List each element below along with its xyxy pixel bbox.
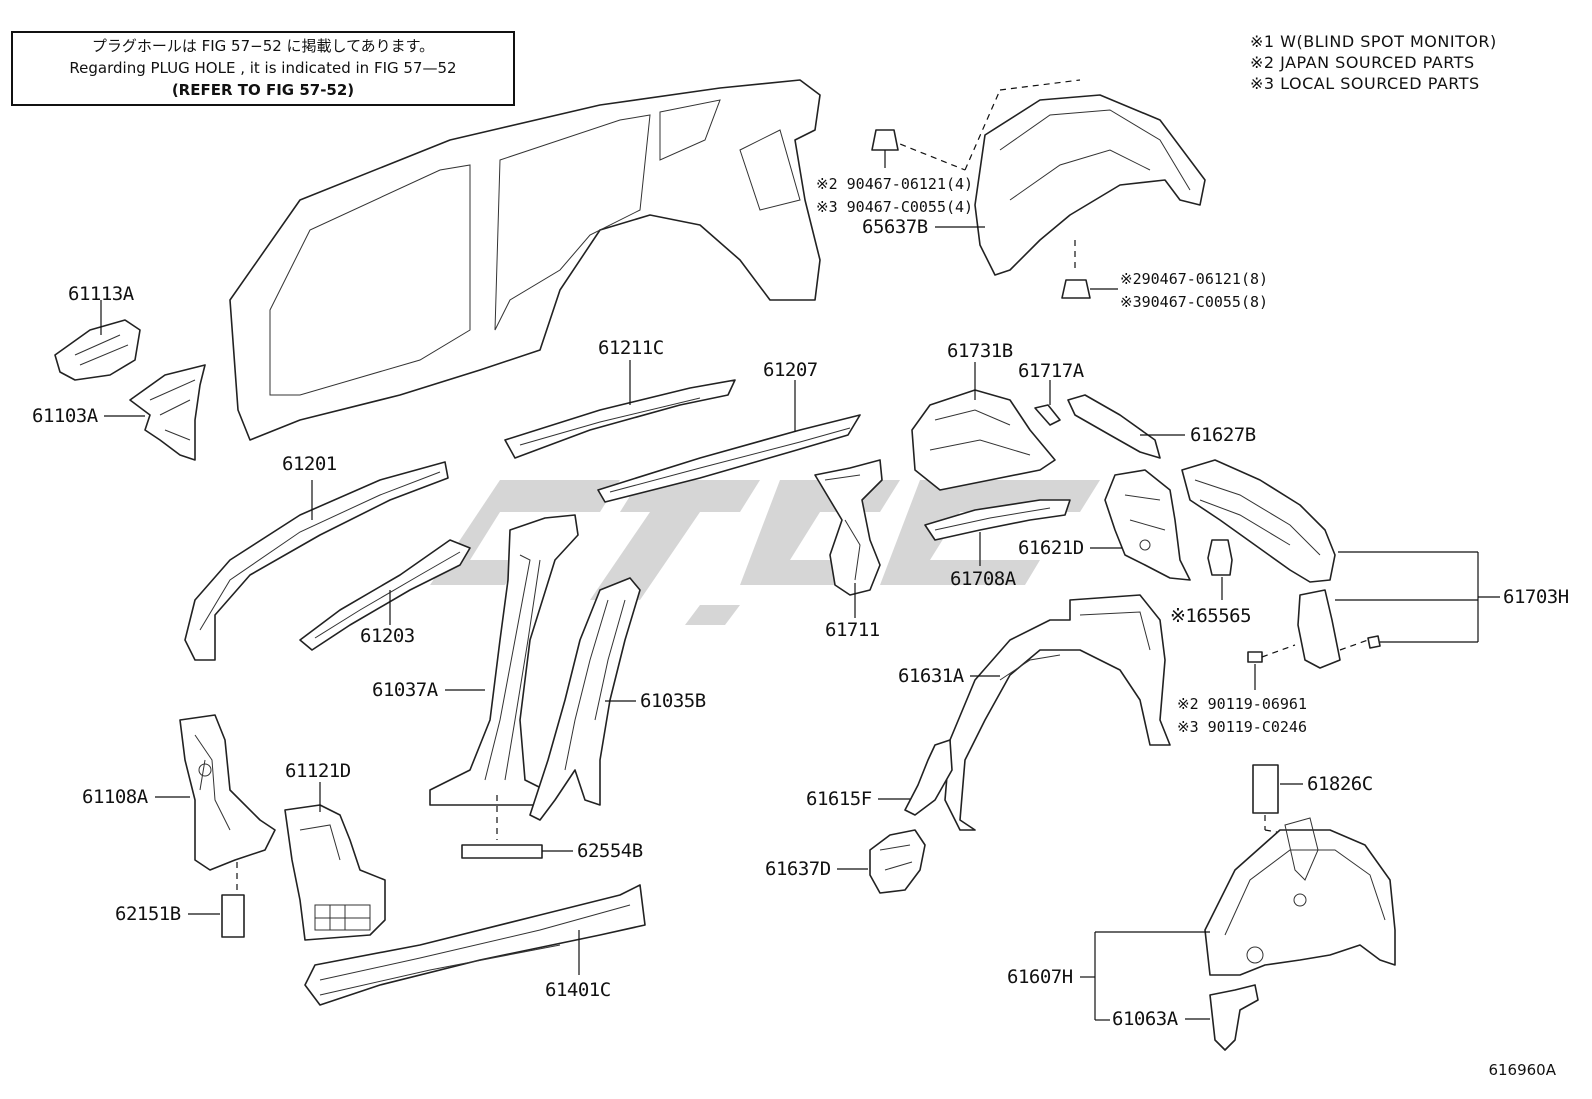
part-61631A: 61631A xyxy=(898,594,1171,831)
clip-bottom: ※290467-06121(8) ※390467-C0055(8) xyxy=(1061,270,1268,311)
clip-top: ※2 90467-06121(4) ※3 90467-C0055(4) xyxy=(816,129,973,216)
label-65637B: 65637B xyxy=(862,216,928,238)
label-61113A: 61113A xyxy=(68,283,135,305)
part-61627B: 61627B xyxy=(1067,394,1256,459)
part-61035B: 61035B xyxy=(529,577,706,821)
part-61711: 61711 xyxy=(814,459,883,641)
clip-top-local-part: ※3 90467-C0055(4) xyxy=(816,198,973,216)
part-61201: 61201 xyxy=(184,453,449,661)
label-62151B: 62151B xyxy=(115,903,181,925)
part-61211C: 61211C xyxy=(504,337,736,459)
part-61731B: 61731B xyxy=(911,340,1056,491)
body-side-outer-panel xyxy=(229,79,821,441)
label-61401C: 61401C xyxy=(545,979,611,1001)
part-65565: ※165565 xyxy=(1170,539,1252,627)
label-61703H: 61703H xyxy=(1503,586,1569,608)
clip-bottom-local-part: ※390467-C0055(8) xyxy=(1120,293,1268,311)
legend-item-3: ※3 LOCAL SOURCED PARTS xyxy=(1250,74,1480,93)
part-61207: 61207 xyxy=(597,359,861,503)
plug-hole-note: プラグホールは FIG 57−52 に掲載してあります。 Regarding P… xyxy=(11,31,515,106)
label-61826C: 61826C xyxy=(1307,773,1373,795)
label-61207: 61207 xyxy=(763,359,818,381)
part-61621D: 61621D xyxy=(1018,469,1191,581)
label-61063A: 61063A xyxy=(1112,1008,1179,1030)
note-line-english: Regarding PLUG HOLE , it is indicated in… xyxy=(69,59,457,77)
part-65637B: 65637B xyxy=(862,79,1206,276)
part-61108A: 61108A xyxy=(82,714,276,871)
label-61103A: 61103A xyxy=(32,405,99,427)
legend-item-2: ※2 JAPAN SOURCED PARTS xyxy=(1250,53,1475,72)
label-62554B: 62554B xyxy=(577,840,643,862)
part-62554B: 62554B xyxy=(461,840,643,862)
legend-item-1: ※1 W(BLIND SPOT MONITOR) xyxy=(1250,32,1497,51)
label-61211C: 61211C xyxy=(598,337,664,359)
part-62151B: 62151B xyxy=(115,894,245,938)
part-61826C: 61826C xyxy=(1252,764,1373,836)
part-61607H: 61607H xyxy=(1007,817,1396,1021)
part-61637D: 61637D xyxy=(765,829,926,894)
part-61121D: 61121D xyxy=(284,760,386,941)
label-61731B: 61731B xyxy=(947,340,1013,362)
label-61201: 61201 xyxy=(282,453,337,475)
part-61401C: 61401C xyxy=(304,884,646,1006)
part-61615F: 61615F xyxy=(806,739,953,816)
clip-top-japan-part: ※2 90467-06121(4) xyxy=(816,175,973,193)
part-61703H: 61703H xyxy=(1181,459,1569,669)
label-61717A: 61717A xyxy=(1018,360,1085,382)
label-65565: ※165565 xyxy=(1170,605,1251,627)
label-61203: 61203 xyxy=(360,625,415,647)
label-61621D: 61621D xyxy=(1018,537,1084,559)
label-61627B: 61627B xyxy=(1190,424,1256,446)
part-61203: 61203 xyxy=(299,539,471,651)
legend: ※1 W(BLIND SPOT MONITOR) ※2 JAPAN SOURCE… xyxy=(1250,31,1497,94)
label-61121D: 61121D xyxy=(285,760,351,782)
bolt-90119: ※2 90119-06961 ※3 90119-C0246 xyxy=(1177,644,1307,736)
label-61711: 61711 xyxy=(825,619,880,641)
label-61037A: 61037A xyxy=(372,679,439,701)
figure-number: 616960A xyxy=(1488,1061,1556,1079)
part-61717A: 61717A xyxy=(1018,360,1085,426)
label-61631A: 61631A xyxy=(898,665,965,687)
part-61708A: 61708A xyxy=(924,499,1071,590)
label-61035B: 61035B xyxy=(640,690,706,712)
part-61113A: 61113A xyxy=(54,283,141,381)
note-line-japanese: プラグホールは FIG 57−52 に掲載してあります。 xyxy=(91,37,435,55)
bolt-local-part: ※3 90119-C0246 xyxy=(1177,718,1307,736)
label-61708A: 61708A xyxy=(950,568,1017,590)
bolt-japan-part: ※2 90119-06961 xyxy=(1177,695,1307,713)
part-61063A: 61063A xyxy=(1112,984,1259,1051)
label-61607H: 61607H xyxy=(1007,966,1073,988)
part-61103A: 61103A xyxy=(32,364,206,461)
label-61615F: 61615F xyxy=(806,788,872,810)
label-61637D: 61637D xyxy=(765,858,831,880)
label-61108A: 61108A xyxy=(82,786,149,808)
note-line-refer: (REFER TO FIG 57-52) xyxy=(171,81,355,99)
clip-bottom-japan-part: ※290467-06121(8) xyxy=(1120,270,1268,288)
